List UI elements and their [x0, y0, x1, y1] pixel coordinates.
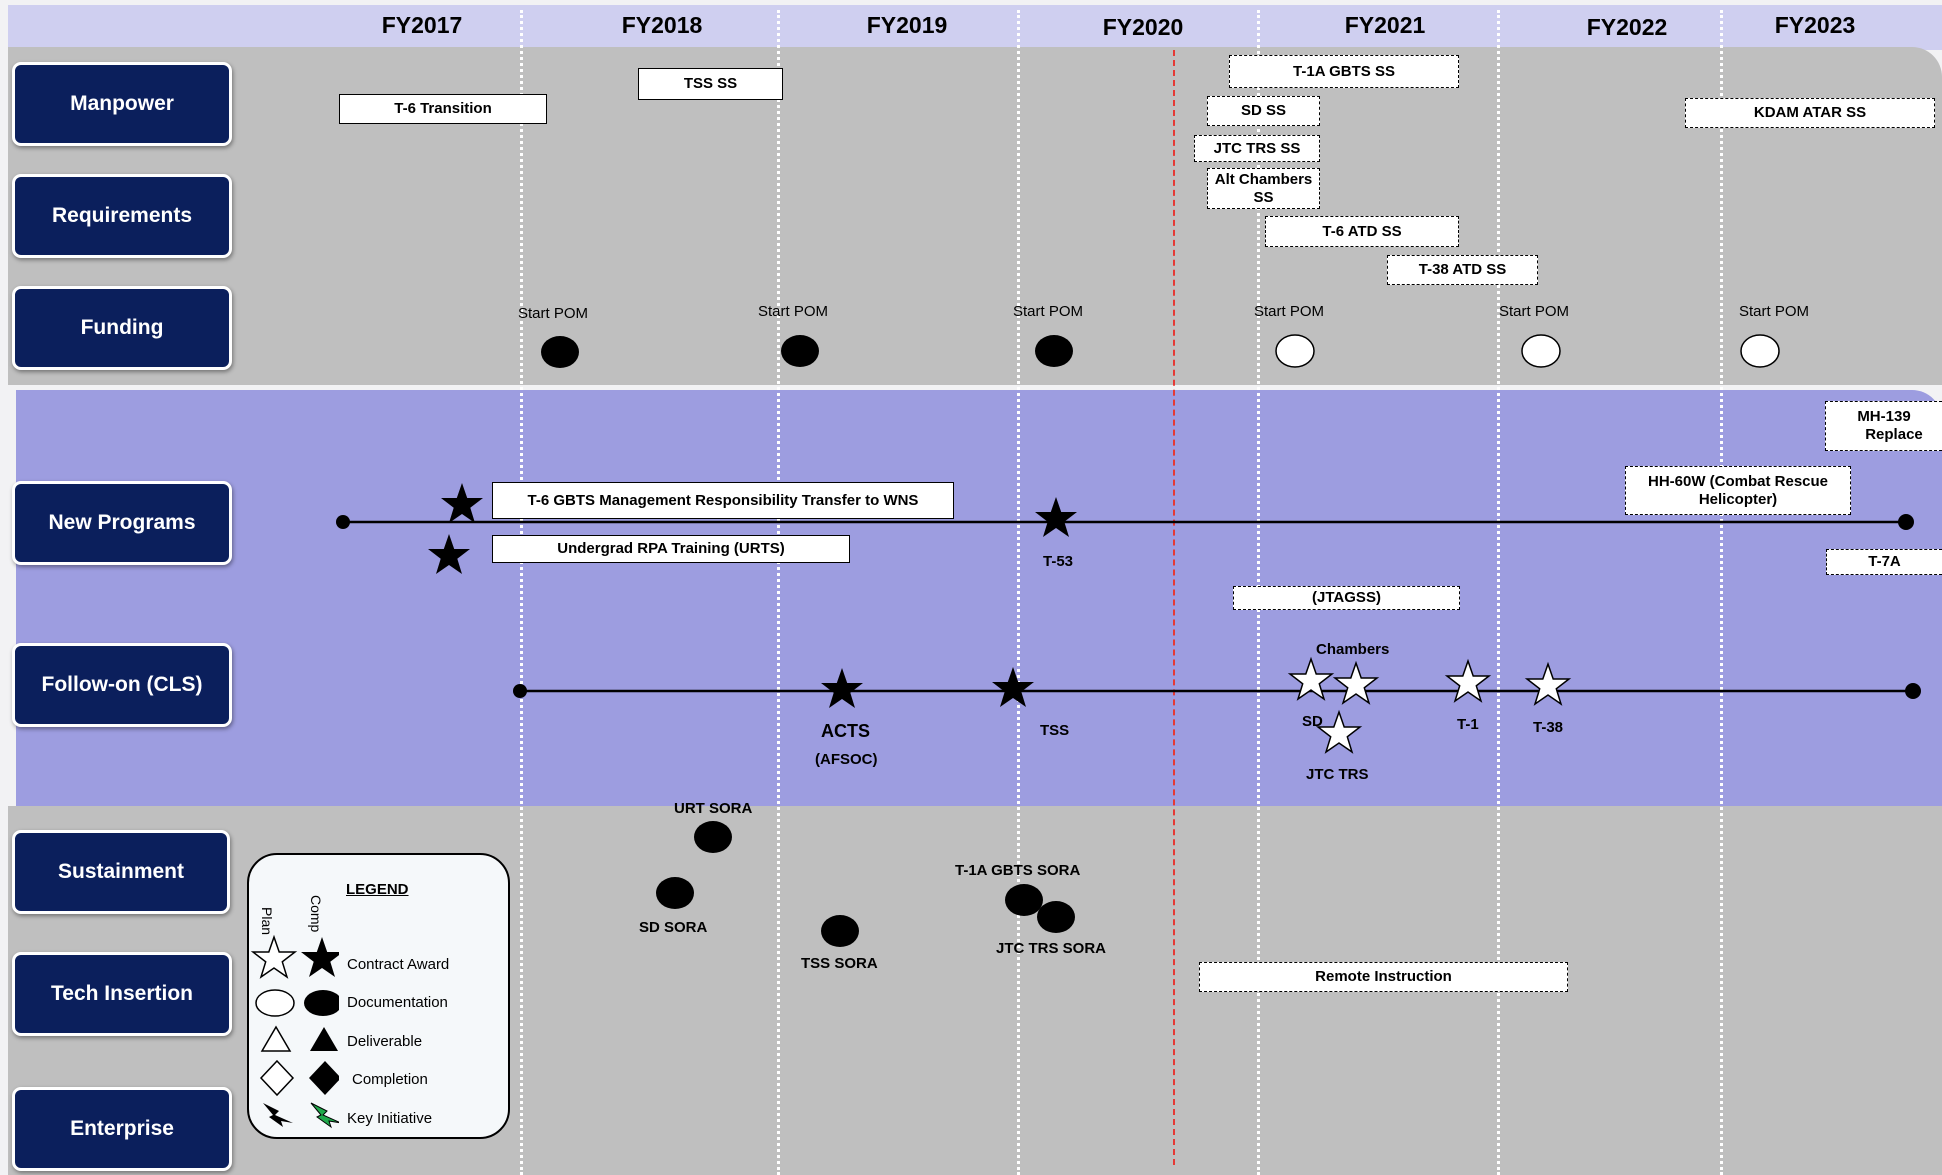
fy-2018: FY2018 — [621, 12, 703, 38]
milestone-sd-ss: SD SS — [1207, 96, 1320, 126]
start-pom-label: Start POM — [1499, 303, 1570, 320]
year-divider — [520, 10, 523, 1175]
fy-2021: FY2021 — [1344, 12, 1426, 38]
legend-item-deliverable: Deliverable — [347, 1033, 423, 1050]
legend-item-completion: Completion — [352, 1071, 428, 1088]
label-urt-sora: URT SORA — [674, 800, 753, 817]
fy-2022: FY2022 — [1586, 14, 1668, 40]
mh139-line2: Replace — [1865, 426, 1923, 443]
milestone-t6-atd-ss: T-6 ATD SS — [1265, 216, 1459, 247]
fy-2017: FY2017 — [381, 12, 463, 38]
label-sd-sora: SD SORA — [639, 919, 708, 936]
label-acts: ACTS — [821, 721, 870, 741]
legend-star-comp-icon — [301, 937, 339, 977]
year-divider — [777, 10, 780, 1175]
row-label-funding: Funding — [12, 286, 232, 370]
legend-title: LEGEND — [346, 881, 409, 898]
milestone-kdam-atar-ss: KDAM ATAR SS — [1685, 98, 1935, 128]
start-pom-label: Start POM — [1013, 303, 1084, 320]
start-pom-label: Start POM — [758, 303, 829, 320]
milestone-t6-transition: T-6 Transition — [339, 94, 547, 124]
row-label-sustainment: Sustainment — [12, 830, 230, 914]
label-tss-sora: TSS SORA — [801, 955, 878, 972]
hh60w-line1: HH-60W (Combat Rescue — [1647, 472, 1829, 490]
row-label-requirements: Requirements — [12, 174, 232, 258]
label-t1: T-1 — [1457, 716, 1479, 733]
legend-ellipse-comp-icon — [304, 990, 339, 1016]
hh60w-line2: Helicopter) — [1698, 490, 1778, 508]
mh139-line1: MH-139 — [1857, 408, 1911, 425]
today-line — [1173, 50, 1175, 1165]
legend: LEGEND Plan Comp Contract Award Document… — [247, 853, 510, 1139]
legend-diamond-comp-icon — [309, 1061, 339, 1095]
fy-2020: FY2020 — [1102, 14, 1184, 40]
legend-diamond-plan-icon — [259, 1059, 295, 1097]
row-label-enterprise: Enterprise — [12, 1087, 232, 1171]
legend-item-key-initiative: Key Initiative — [347, 1110, 433, 1127]
milestone-mh139: MH-139 Replace — [1825, 401, 1942, 451]
milestone-t1a-gbts-ss: T-1A GBTS SS — [1229, 55, 1459, 88]
milestone-urts: Undergrad RPA Training (URTS) — [492, 535, 850, 563]
milestone-alt-chambers-ss: Alt Chambers SS — [1207, 168, 1320, 209]
milestone-jtagss: (JTAGSS) — [1233, 586, 1460, 610]
start-pom-label: Start POM — [518, 305, 589, 322]
purple-band — [16, 390, 1942, 806]
start-pom-label: Start POM — [1739, 303, 1810, 320]
milestone-hh60w: HH-60W (Combat Rescue Helicopter) — [1625, 466, 1851, 515]
fy-2019: FY2019 — [866, 12, 948, 38]
legend-item-contract-award: Contract Award — [347, 956, 450, 973]
legend-star-plan-icon — [252, 936, 296, 978]
legend-ellipse-plan-icon — [255, 989, 295, 1017]
milestone-jtc-trs-ss: JTC TRS SS — [1194, 135, 1320, 162]
label-t38: T-38 — [1533, 719, 1564, 736]
year-divider — [1017, 10, 1020, 1175]
milestone-t7a: T-7A — [1826, 549, 1942, 575]
row-label-manpower: Manpower — [12, 62, 232, 146]
start-pom-label: Start POM — [1254, 303, 1325, 320]
label-jtc-trs: JTC TRS — [1306, 766, 1369, 783]
label-tss: TSS — [1040, 722, 1070, 739]
row-label-new-programs: New Programs — [12, 481, 232, 565]
legend-key-initiative-plan-icon — [310, 1102, 339, 1129]
row-label-tech-insertion: Tech Insertion — [12, 952, 232, 1036]
label-jtc-trs-sora: JTC TRS SORA — [996, 940, 1107, 957]
legend-key-initiative-comp-icon — [263, 1103, 293, 1127]
gray-band-top — [8, 47, 1942, 385]
year-divider — [1720, 10, 1723, 1175]
header-band — [8, 5, 1942, 50]
milestone-remote-instruction: Remote Instruction — [1199, 962, 1568, 992]
label-afsoc: (AFSOC) — [815, 751, 878, 768]
legend-item-documentation: Documentation — [347, 994, 448, 1011]
legend-triangle-comp-icon — [310, 1027, 338, 1051]
label-t53: T-53 — [1043, 553, 1074, 570]
milestone-t38-atd-ss: T-38 ATD SS — [1387, 255, 1538, 285]
legend-triangle-plan-icon — [260, 1025, 292, 1052]
label-t1a-gbts-sora: T-1A GBTS SORA — [955, 862, 1081, 879]
legend-symbols — [252, 936, 339, 1129]
milestone-t6-gbts-transfer: T-6 GBTS Management Responsibility Trans… — [492, 482, 954, 519]
label-chambers: Chambers — [1316, 641, 1390, 658]
alt-chambers-line2: SS — [1253, 188, 1274, 206]
label-sd: SD — [1302, 713, 1323, 730]
year-divider — [1497, 10, 1500, 1175]
row-label-follow-on-cls: Follow-on (CLS) — [12, 643, 232, 727]
fy-2023: FY2023 — [1774, 12, 1856, 38]
alt-chambers-line1: Alt Chambers — [1214, 170, 1313, 188]
milestone-tss-ss: TSS SS — [638, 68, 783, 100]
